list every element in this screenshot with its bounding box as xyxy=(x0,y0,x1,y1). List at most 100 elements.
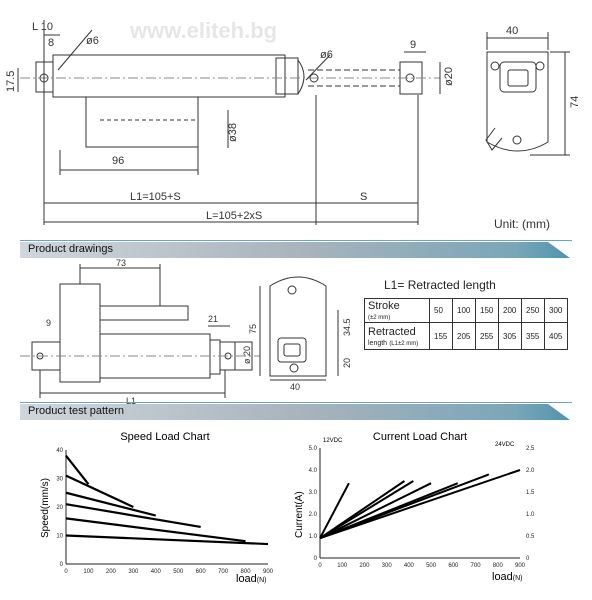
table-cell: 355 xyxy=(521,322,545,350)
x-tick-label: 100 xyxy=(337,563,348,569)
speed-axes xyxy=(65,450,268,565)
y-tick-label-right: 0 xyxy=(526,556,530,562)
current-series-line xyxy=(319,482,350,539)
row-head-2: length xyxy=(368,339,388,347)
dim-34-5: 34.5 xyxy=(342,318,352,336)
x-tick-label: 700 xyxy=(471,563,482,569)
current-load-chart: Current Load Chart 12VDC 24VDC Current(A… xyxy=(294,431,535,583)
y-tick-label-left: 3.0 xyxy=(309,490,318,496)
row-sub: (±2 mm) xyxy=(368,315,391,321)
y-tick-label-right: 0.5 xyxy=(526,534,535,540)
row-head: Stroke xyxy=(368,300,400,312)
x-tick-label: 800 xyxy=(241,569,252,575)
dim-96: 96 xyxy=(112,155,124,167)
y-axis-label: Current(A) xyxy=(294,491,305,538)
retracted-length-table: Stroke (±2 mm) 50 100 150 200 250 300 Re… xyxy=(364,298,568,350)
mid-dimension-drawing: 73 9 21 ø 20 75 34.5 20 40 L1 xyxy=(20,258,352,406)
x-tick-label: 0 xyxy=(64,569,68,575)
x-tick-label: 200 xyxy=(359,563,370,569)
x-axis-label-text: load xyxy=(236,573,257,585)
speed-series-line xyxy=(65,534,269,546)
x-tick-label: 300 xyxy=(382,563,393,569)
speed-series-line xyxy=(65,517,246,543)
row-sub: (L1±2 mm) xyxy=(389,340,419,347)
x-axis-label: load(N) xyxy=(492,571,523,583)
dim-l10: L 10 xyxy=(32,21,53,33)
dim-l1-mid: L1 xyxy=(126,396,136,406)
table-cell: 100 xyxy=(452,298,476,323)
right-axis-voltage: 24VDC xyxy=(495,442,515,448)
y-tick-label-left: 0 xyxy=(314,556,318,562)
table-cell: 255 xyxy=(475,322,499,350)
dim-8: 8 xyxy=(48,37,54,49)
y-axis-label: Speed(mm/s) xyxy=(40,478,51,538)
x-axis-unit: (N) xyxy=(513,575,523,582)
y-tick-label: 20 xyxy=(56,505,63,511)
dim-73: 73 xyxy=(116,258,126,268)
speed-series xyxy=(65,455,269,546)
dim-75: 75 xyxy=(248,324,258,334)
y-tick-label-right: 1.5 xyxy=(526,490,535,496)
x-axis-unit: (N) xyxy=(257,577,267,584)
table-row: Retracted length (L1±2 mm) 155 205 255 3… xyxy=(364,322,568,350)
speed-series-line xyxy=(65,474,134,508)
speed-series-line xyxy=(65,503,201,529)
y-tick-label-left: 4.0 xyxy=(309,468,318,474)
dim-74: 74 xyxy=(569,96,581,108)
dim-d20-mid: ø 20 xyxy=(242,346,252,364)
watermark: www.eliteh.bg xyxy=(129,18,277,43)
chart-title: Speed Load Chart xyxy=(120,431,209,443)
dim-l1-formula: L1=105+S xyxy=(130,191,181,203)
y-tick-label-right: 2.5 xyxy=(526,446,535,452)
speed-series-line xyxy=(65,491,157,517)
dim-d6-right: ø6 xyxy=(320,49,333,61)
current-series-line xyxy=(319,480,414,540)
row-head: Retracted xyxy=(368,325,416,338)
table-cell: 50 xyxy=(429,298,453,323)
table-row-header: Retracted length (L1±2 mm) xyxy=(364,322,430,350)
y-tick-label: 30 xyxy=(56,477,63,483)
table-cell: 200 xyxy=(498,298,522,323)
dim-9: 9 xyxy=(410,39,416,51)
y-tick-label-left: 2.0 xyxy=(309,512,318,518)
left-axis-voltage: 12VDC xyxy=(323,438,343,444)
x-tick-label: 800 xyxy=(493,563,504,569)
x-tick-label: 700 xyxy=(218,569,229,575)
x-tick-label: 500 xyxy=(173,569,184,575)
dim-s: S xyxy=(360,191,367,203)
dim-20-mid: 20 xyxy=(342,358,352,368)
x-tick-label: 200 xyxy=(106,569,117,575)
section-title: Product test pattern xyxy=(28,405,124,417)
table-row-header: Stroke (±2 mm) xyxy=(364,298,430,323)
x-tick-label: 500 xyxy=(426,563,437,569)
dim-9-mid: 9 xyxy=(46,318,51,328)
table-cell: 305 xyxy=(498,322,522,350)
speed-series-line xyxy=(65,455,90,485)
speed-load-chart: Speed Load Chart Speed(mm/s) load(N) 0 10… xyxy=(40,431,274,585)
current-series-line xyxy=(319,469,521,540)
current-series xyxy=(319,469,521,540)
table-cell: 405 xyxy=(544,322,568,350)
y-tick-label-right: 1.0 xyxy=(526,512,535,518)
x-tick-label: 400 xyxy=(404,563,415,569)
x-tick-label: 600 xyxy=(196,569,207,575)
dim-l-formula: L=105+2xS xyxy=(206,210,262,222)
unit-label: Unit: (mm) xyxy=(494,217,550,231)
section-title: Product drawings xyxy=(28,243,113,255)
y-tick-label: 10 xyxy=(56,534,63,540)
table-cell: 205 xyxy=(452,322,476,350)
y-tick-label-right: 2.0 xyxy=(526,468,535,474)
x-tick-label: 100 xyxy=(83,569,94,575)
dim-d20: ø20 xyxy=(443,67,455,86)
dim-40-mid: 40 xyxy=(290,382,300,392)
section-header-product-drawings: Product drawings xyxy=(20,242,570,258)
dim-d38: ø38 xyxy=(227,123,239,142)
x-tick-label: 900 xyxy=(263,569,274,575)
retracted-length-title: L1= Retracted length xyxy=(384,278,496,292)
dim-17-5: 17.5 xyxy=(5,71,17,92)
dim-21: 21 xyxy=(208,314,218,324)
x-tick-label: 900 xyxy=(515,563,526,569)
table-cell: 250 xyxy=(521,298,545,323)
